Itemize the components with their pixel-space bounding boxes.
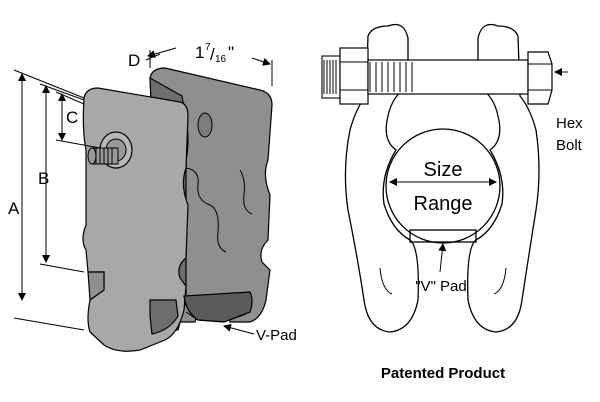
v-pad-label: V-Pad [256, 327, 297, 344]
clamp-3d-view [82, 67, 273, 352]
dim-d-label: D [128, 51, 140, 70]
caption: Patented Product [381, 365, 505, 382]
dim-width-den: 16 [215, 54, 227, 65]
dim-width-label: 1 7 / 16 " [195, 42, 234, 65]
front-opening [149, 299, 179, 335]
v-pad-front-label: "V" Pad [415, 278, 467, 295]
left-jaw [344, 23, 419, 333]
dimensions [13, 47, 273, 335]
hex-label-line2: Bolt [556, 137, 583, 154]
bolt [87, 112, 213, 169]
v-pad-rect [409, 229, 477, 243]
clamp-front-view [321, 23, 568, 333]
dim-width-num: 7 [205, 42, 211, 53]
dim-width-unit: " [228, 43, 234, 62]
dim-c-label: C [66, 108, 78, 127]
front-notch [87, 271, 105, 302]
size-label: Size [424, 159, 463, 181]
hex-label-line1: Hex [556, 115, 583, 132]
pipe-circle [385, 128, 501, 244]
fraction-slash: / [210, 45, 215, 64]
dim-b-label: B [38, 169, 49, 188]
right-jaw [467, 23, 540, 333]
hex-bolt [321, 47, 553, 105]
range-label: Range [414, 193, 473, 215]
dim-width-whole: 1 [195, 43, 204, 62]
dim-a-label: A [8, 199, 20, 218]
hex-head [527, 51, 553, 105]
